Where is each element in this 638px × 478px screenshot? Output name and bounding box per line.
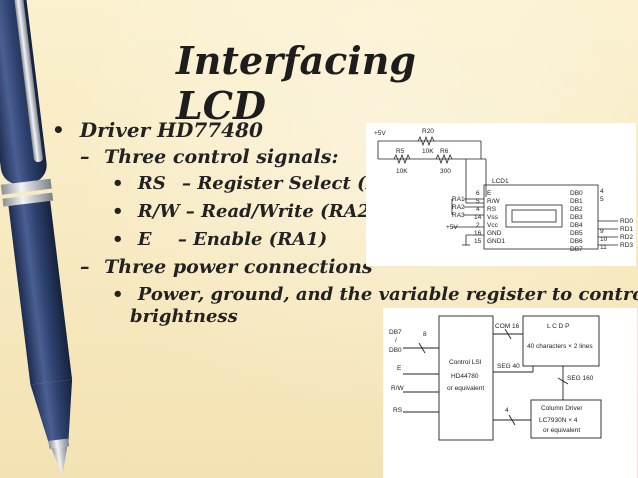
pin-num-e: 6 (476, 190, 480, 197)
bullet-power-connections-text: Three power connections (104, 256, 373, 278)
label-ra3: RA3 (452, 212, 465, 219)
bd-ctrl-equivalent: or equivalent (447, 385, 484, 392)
bullet-power-connections: – Three power connections (80, 256, 373, 278)
bullet-e: • E – Enable (RA1) (112, 229, 327, 250)
bd-bus4: 4 (505, 407, 509, 414)
pin-num-db6: 10 (600, 236, 608, 243)
bullet-driver-text: Driver HD77480 (79, 118, 263, 142)
pen-illustration (0, 0, 73, 472)
bullet-power-desc: • Power, ground, and the variable regist… (112, 284, 638, 305)
bd-label-db0: DB0 (389, 347, 402, 354)
bullet-control-signals-text: Three control signals: (104, 146, 339, 168)
label-rd3: RD3 (620, 242, 633, 249)
pin-right-db0: DB0 (570, 190, 583, 197)
bullet-control-signals: – Three control signals: (80, 146, 338, 168)
pin-right-db7: DB7 (570, 246, 583, 253)
label-ra2: RA2 (452, 204, 465, 211)
pin-right-db1: DB1 (570, 198, 583, 205)
label-r6: R6 (440, 148, 449, 155)
label-rd0: RD0 (620, 218, 633, 225)
bd-label-db7: DB7 (389, 329, 402, 336)
pin-right-db4: DB4 (570, 222, 583, 229)
bullet-rs: • RS – Register Select (RA3) (112, 173, 416, 194)
bd-control-lsi: Control LSI (449, 359, 482, 366)
bullet-symbol: • (112, 173, 124, 194)
bullet-rs-label: RS (137, 173, 166, 194)
bullet-e-desc: – Enable (RA1) (177, 229, 328, 250)
dash-symbol: – (80, 256, 90, 278)
bullet-power-desc-line2: brightness (130, 306, 238, 327)
bullet-symbol: • (112, 201, 124, 222)
pin-right-db6: DB6 (570, 238, 583, 245)
pin-left-vss: Vss (487, 214, 499, 221)
bullet-power-desc-cont: brightness (130, 306, 238, 327)
bd-seg40: SEG 40 (497, 363, 520, 370)
bullet-rw: • R/W – Read/Write (RA2) (112, 201, 379, 222)
circuit-schematic: +5V R20 10K R5 10K R6 300 LCD1 RA1 RA2 R… (366, 123, 636, 266)
bd-label-bus8: 8 (423, 331, 427, 338)
pin-left-gnd: GND (487, 230, 502, 237)
bd-col-equivalent: or equivalent (543, 427, 580, 434)
bd-hd44780: HD44780 (451, 373, 479, 380)
pin-right-db2: DB2 (570, 206, 583, 213)
bullet-symbol: • (112, 284, 124, 305)
label-rd2: RD2 (620, 234, 633, 241)
pin-num-vss: 14 (474, 214, 482, 221)
pin-num-db5: 9 (600, 228, 604, 235)
pin-left-rw: R/W (487, 198, 501, 205)
bullet-power-desc-line1: Power, ground, and the variable register… (137, 284, 638, 305)
dash-symbol: – (80, 146, 90, 168)
pin-num-db1: 5 (600, 196, 604, 203)
bd-chars: 40 characters × 2 lines (527, 343, 593, 350)
label-lcd1: LCD1 (492, 178, 509, 185)
label-r5: R5 (396, 148, 405, 155)
bullet-rs-desc: – Register Select (RA3) (182, 173, 416, 194)
pin-left-gnd1: GND1 (487, 238, 505, 245)
pin-left-rs: RS (487, 206, 497, 213)
pin-num-gnd1: 15 (474, 238, 482, 245)
slide-title: Interfacing LCD (176, 38, 416, 128)
label-r20: R20 (422, 128, 434, 135)
bd-lcdp: L C D P (547, 323, 570, 330)
bd-column-driver: Column Driver (541, 405, 583, 412)
bullet-symbol: • (52, 118, 65, 142)
pin-right-db3: DB3 (570, 214, 583, 221)
bullet-symbol: • (112, 229, 124, 250)
pin-num-db7: 11 (600, 244, 607, 251)
label-ra1: RA1 (452, 196, 465, 203)
bullet-rw-text: R/W – Read/Write (RA2) (137, 201, 379, 222)
label-r20-val: 10K (422, 148, 434, 155)
pin-num-db0: 4 (600, 188, 604, 195)
label-5v: +5V (374, 130, 386, 137)
pin-right-db5: DB5 (570, 230, 583, 237)
block-diagram: DB7 / DB0 8 E R/W RS Control LSI HD44780… (383, 308, 637, 478)
bd-seg160: SEG 160 (567, 375, 594, 382)
schematic-svg: +5V R20 10K R5 10K R6 300 LCD1 RA1 RA2 R… (374, 128, 633, 253)
label-r6-val: 300 (440, 168, 451, 175)
bd-label-rs: RS (393, 407, 403, 414)
pin-num-vcc: 2 (476, 222, 480, 229)
label-r5-val: 10K (396, 168, 408, 175)
bd-com16: COM 16 (495, 323, 520, 330)
block-diagram-svg: DB7 / DB0 8 E R/W RS Control LSI HD44780… (389, 315, 602, 441)
label-plus5v: +5V (446, 224, 458, 231)
pin-num-rw: 5 (476, 198, 480, 205)
bd-label-e: E (397, 365, 402, 372)
pin-left-e: E (487, 190, 492, 197)
pin-num-rs: 4 (476, 206, 480, 213)
bd-label-slash: / (395, 337, 397, 344)
bd-label-rw: R/W (391, 385, 405, 392)
pin-num-gnd: 16 (474, 230, 482, 237)
bullet-driver: • Driver HD77480 (52, 118, 263, 142)
bullet-e-label: E (137, 229, 152, 250)
label-rd1: RD1 (620, 226, 633, 233)
bd-lc7930n: LC7930N × 4 (539, 417, 578, 424)
pin-left-vcc: Vcc (487, 222, 499, 229)
